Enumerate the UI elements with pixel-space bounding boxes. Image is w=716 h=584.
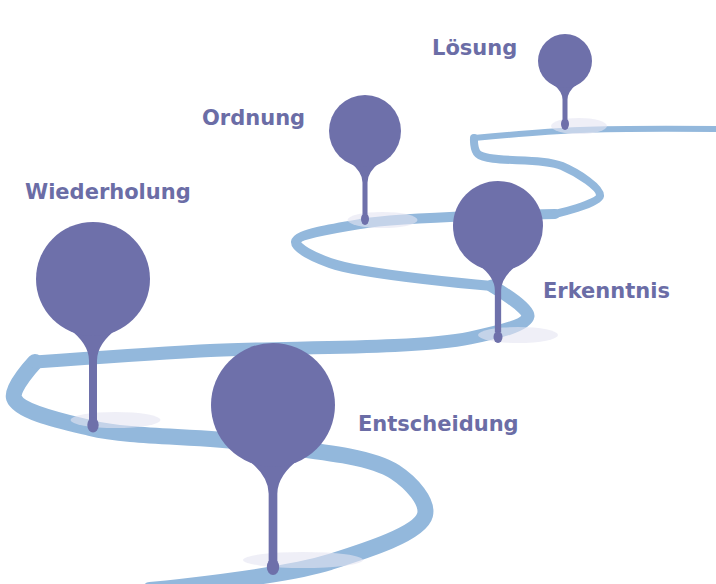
location-pin: Lösung: [538, 34, 592, 137]
pin-shape: [329, 95, 401, 232]
pin-shadow: [243, 552, 363, 568]
pin-head: [453, 181, 543, 271]
pin-shape: [36, 222, 150, 438]
milestone-label: Ordnung: [202, 108, 305, 129]
pin-head: [211, 343, 335, 467]
pin-shape: [453, 181, 543, 350]
milestone-label: Wiederholung: [25, 182, 191, 203]
location-pin: Ordnung: [329, 95, 401, 232]
pin-stem: [349, 162, 381, 214]
milestone-label: Erkenntnis: [543, 281, 670, 302]
location-pin: Wiederholung: [36, 222, 150, 438]
pin-shadow: [71, 412, 161, 428]
pin-head: [36, 222, 150, 336]
pin-shadow: [478, 327, 558, 343]
pin-head: [329, 95, 401, 167]
location-pin: Entscheidung: [211, 343, 335, 580]
pin-drop: [494, 331, 503, 343]
pin-shape: [538, 34, 592, 137]
pin-drop: [87, 418, 98, 433]
milestone-label: Entscheidung: [358, 414, 519, 435]
pin-stem: [67, 327, 118, 420]
milestone-label: Lösung: [432, 38, 517, 59]
pin-shape: [211, 343, 335, 580]
pin-head: [538, 34, 592, 88]
pin-shadow: [551, 118, 607, 134]
location-pin: Erkenntnis: [453, 181, 543, 350]
pin-drop: [361, 213, 369, 225]
pin-drop: [561, 118, 569, 130]
pin-shadow: [348, 212, 418, 228]
pin-stem: [245, 458, 301, 562]
pin-drop: [267, 559, 279, 575]
pin-stem: [478, 264, 519, 332]
pin-stem: [553, 84, 577, 119]
